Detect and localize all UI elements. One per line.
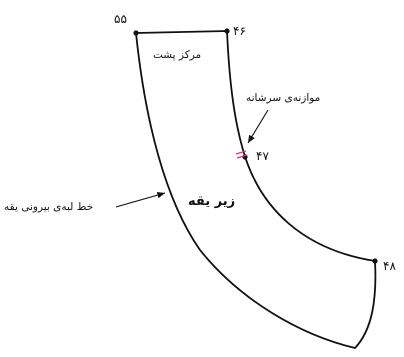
label-shoulder-balance: موازنه‌ی سرشانه (246, 92, 320, 104)
label-point-55: ۵۵ (114, 12, 127, 26)
point-55 (133, 30, 139, 36)
outer-collar-line-arrow (115, 191, 166, 208)
shoulder-balance-notch (235, 150, 248, 159)
under-collar-outline (135, 30, 377, 349)
point-46 (224, 28, 230, 34)
label-center-back: مرکز پشت (153, 49, 201, 61)
shoulder-balance-arrow (247, 109, 269, 144)
point-48 (372, 258, 378, 264)
label-point-46: ۴۶ (233, 24, 246, 38)
label-outer-collar-line: خط لبه‌ی بیرونی یقه (4, 201, 93, 213)
label-piece-name: زیر یقه (188, 194, 235, 209)
label-point-47: ۴۷ (256, 149, 269, 163)
label-point-48: ۴۸ (383, 259, 396, 273)
